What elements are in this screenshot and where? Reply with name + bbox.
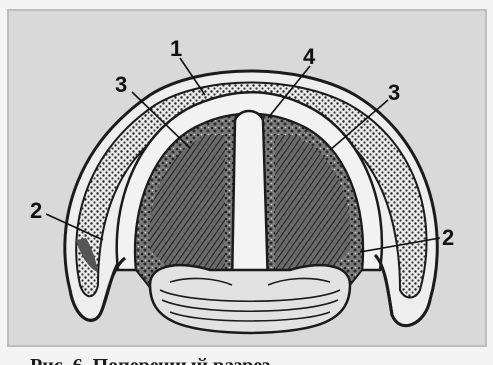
central-septum [232,111,268,296]
label-4: 4 [303,44,316,69]
figure-caption: Рис. 6. Поперечный разрез [30,355,270,365]
label-2-right: 2 [442,225,454,250]
tongue-base [150,265,350,333]
label-3-left: 3 [115,72,127,97]
label-2-left: 2 [30,198,42,223]
label-1: 1 [170,36,182,61]
label-3-right: 3 [388,80,400,105]
